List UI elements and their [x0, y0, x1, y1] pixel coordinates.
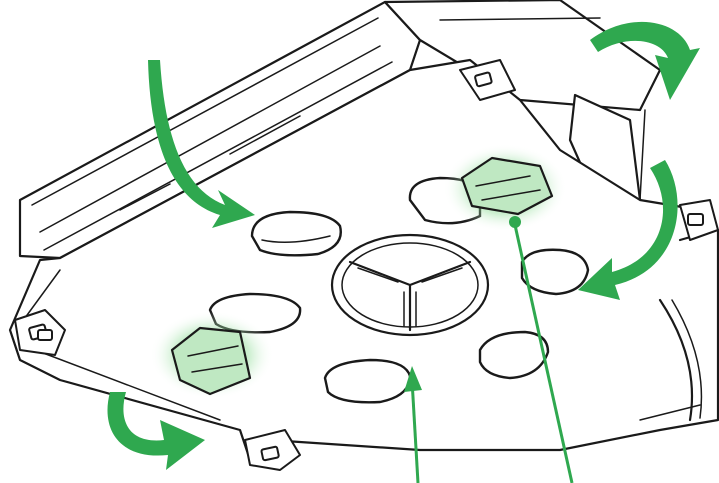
raised-pad-upper-left — [252, 212, 341, 255]
center-cutout — [332, 235, 488, 335]
mounting-tab-far-left — [38, 330, 52, 340]
latch-clip-left — [150, 311, 274, 399]
latch-clip-right — [443, 144, 567, 232]
raised-pad-far-right — [522, 250, 588, 294]
raised-pad-bottom — [325, 360, 410, 402]
highlight-glow-icon — [509, 216, 521, 228]
